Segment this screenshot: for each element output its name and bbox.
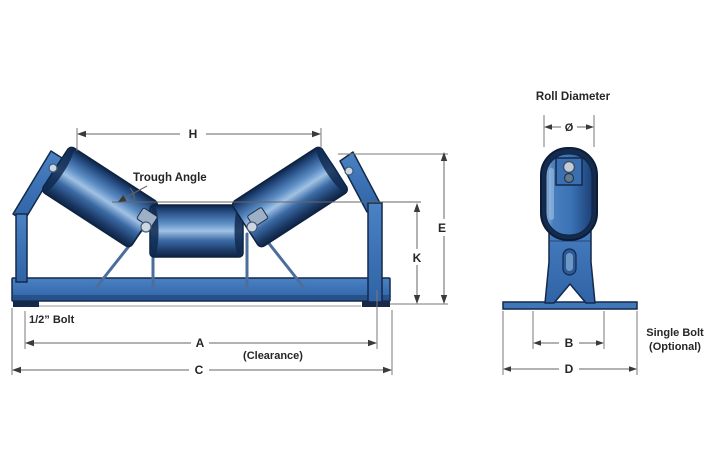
base-foot-right bbox=[362, 301, 390, 307]
clearance-label: (Clearance) bbox=[243, 350, 303, 362]
post-slot-inner bbox=[566, 253, 573, 271]
dimension-e: E bbox=[338, 152, 448, 305]
front-view-diagram: H Trough Angle E K 1/ bbox=[11, 127, 448, 377]
right-wing-roller bbox=[232, 146, 348, 248]
dim-label-d: D bbox=[565, 362, 574, 376]
end-face-highlight bbox=[549, 168, 554, 220]
base-shadow-edge bbox=[13, 295, 389, 300]
base-foot-left bbox=[13, 301, 39, 307]
dim-label-k: K bbox=[413, 251, 422, 265]
dimension-c: C bbox=[11, 308, 393, 377]
dim-label-h: H bbox=[189, 127, 198, 141]
single-bolt-label-line1: Single Bolt bbox=[646, 327, 704, 339]
bolt-icon bbox=[344, 166, 354, 176]
dim-label-e: E bbox=[438, 221, 446, 235]
bolt-icon bbox=[140, 221, 152, 233]
roller-junction-fittings bbox=[48, 163, 354, 233]
single-bolt-label-line2: (Optional) bbox=[649, 341, 701, 353]
bolt-icon bbox=[563, 172, 575, 184]
roll-diameter-title: Roll Diameter bbox=[536, 91, 611, 103]
diameter-symbol: Ø bbox=[565, 122, 574, 134]
dimension-a: A bbox=[24, 290, 378, 350]
dimension-h: H bbox=[76, 127, 322, 151]
end-base-plate bbox=[502, 301, 638, 310]
roller-end-cap bbox=[316, 148, 346, 193]
bolt-icon bbox=[48, 163, 58, 173]
trough-angle-label: Trough Angle bbox=[133, 172, 207, 184]
roller-end-face bbox=[540, 147, 598, 241]
dimension-b: B bbox=[532, 311, 605, 350]
dimension-diameter: Ø bbox=[543, 115, 595, 147]
dimension-k: K bbox=[413, 203, 422, 304]
base-frame bbox=[11, 277, 391, 307]
bolt-icon bbox=[562, 160, 576, 174]
dim-label-a: A bbox=[196, 336, 205, 350]
single-bolt-note: Single Bolt (Optional) bbox=[646, 327, 704, 353]
roller-end-cap bbox=[44, 148, 74, 193]
dim-label-b: B bbox=[565, 336, 574, 350]
bolt-icon bbox=[246, 221, 258, 233]
bolt-size-label: 1/2” Bolt bbox=[29, 314, 75, 326]
center-roller bbox=[149, 204, 244, 258]
angle-arc bbox=[129, 187, 135, 202]
dim-label-c: C bbox=[195, 363, 204, 377]
dimension-d: D bbox=[502, 311, 638, 376]
trough-angle-callout: Trough Angle bbox=[112, 172, 421, 203]
end-view-diagram: Roll Diameter Ø bbox=[502, 91, 704, 376]
